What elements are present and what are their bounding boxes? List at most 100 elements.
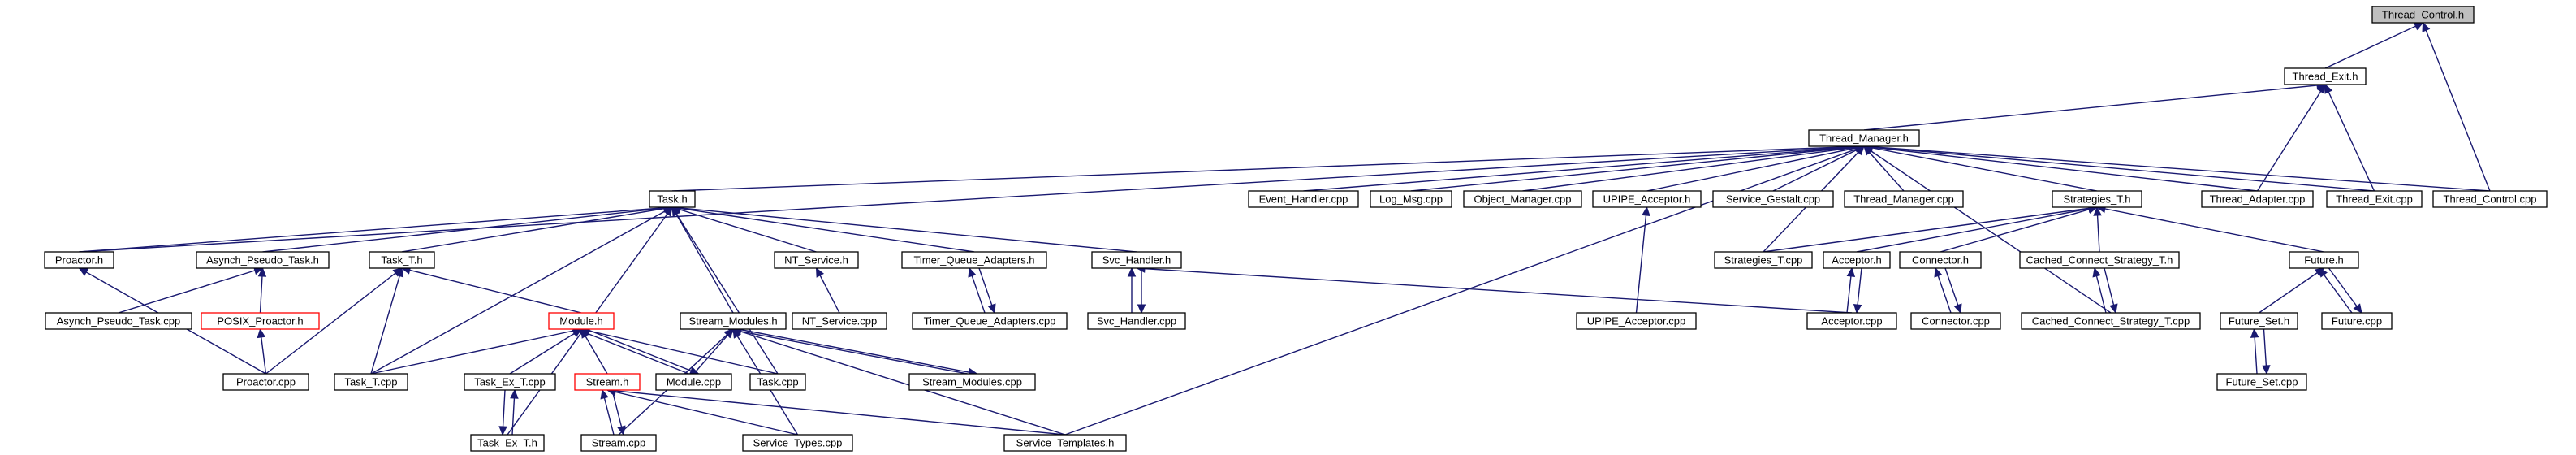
node-svc-handler-h[interactable]: Svc_Handler.h	[1091, 251, 1182, 269]
node-timer-queue-adapters-cpp[interactable]: Timer_Queue_Adapters.cpp	[912, 312, 1068, 330]
node-box	[369, 251, 435, 269]
node-thread-exit-cpp[interactable]: Thread_Exit.cpp	[2326, 190, 2423, 208]
node-label: Stream.cpp	[592, 437, 645, 449]
edge-timer_queue_adapters_cpp-to-timer_queue_adapters_h	[968, 266, 986, 314]
edge-upipe_acceptor_cpp-to-upipe_acceptor_h	[1635, 206, 1650, 314]
node-nt-service-cpp[interactable]: NT_Service.cpp	[792, 312, 887, 330]
node-future-h[interactable]: Future.h	[2289, 251, 2359, 269]
node-object-manager-cpp[interactable]: Object_Manager.cpp	[1463, 190, 1582, 208]
node-thread-control-h[interactable]: Thread_Control.h	[2371, 6, 2475, 24]
node-thread-control-cpp[interactable]: Thread_Control.cpp	[2432, 190, 2548, 208]
node-timer-queue-adapters-h[interactable]: Timer_Queue_Adapters.h	[901, 251, 1047, 269]
edge-upipe_acceptor_h-to-thread_manager_h	[1646, 143, 1866, 192]
node-box	[908, 373, 1036, 391]
node-acceptor-h[interactable]: Acceptor.h	[1823, 251, 1891, 269]
node-service-templates-h[interactable]: Service_Templates.h	[1003, 434, 1127, 452]
node-asynch-pseudo-task-cpp[interactable]: Asynch_Pseudo_Task.cpp	[45, 312, 192, 330]
node-label: Log_Msg.cpp	[1379, 193, 1443, 206]
edge-thread_exit_h-to-thread_control_h	[2324, 22, 2424, 69]
node-label: POSIX_Proactor.h	[217, 315, 303, 327]
node-thread-manager-h[interactable]: Thread_Manager.h	[1808, 129, 1920, 147]
node-connector-h[interactable]: Connector.h	[1899, 251, 1982, 269]
node-box	[649, 190, 696, 208]
node-thread-manager-cpp[interactable]: Thread_Manager.cpp	[1844, 190, 1964, 208]
node-label: Thread_Control.h	[2382, 9, 2464, 21]
node-box	[749, 373, 806, 391]
node-cached-connect-strategy-t-h[interactable]: Cached_Connect_Strategy_T.h	[2019, 251, 2180, 269]
node-cached-connect-strategy-t-cpp[interactable]: Cached_Connect_Strategy_T.cpp	[2021, 312, 2201, 330]
node-acceptor-cpp[interactable]: Acceptor.cpp	[1806, 312, 1897, 330]
node-stream-modules-cpp[interactable]: Stream_Modules.cpp	[908, 373, 1036, 391]
node-log-msg-cpp[interactable]: Log_Msg.cpp	[1370, 190, 1452, 208]
node-box	[2019, 251, 2180, 269]
node-task-h[interactable]: Task.h	[649, 190, 696, 208]
node-future-set-h[interactable]: Future_Set.h	[2220, 312, 2298, 330]
node-nt-service-h[interactable]: NT_Service.h	[774, 251, 859, 269]
node-module-cpp[interactable]: Module.cpp	[655, 373, 732, 391]
node-task-cpp[interactable]: Task.cpp	[749, 373, 806, 391]
node-proactor-h[interactable]: Proactor.h	[44, 251, 114, 269]
node-proactor-cpp[interactable]: Proactor.cpp	[222, 373, 309, 391]
edge-cached_connect_strategy_t_cpp-to-cached_connect_strategy_t_h	[2092, 266, 2107, 314]
edge-thread_adapter_cpp-to-thread_exit_h	[2256, 83, 2326, 192]
node-label: Svc_Handler.cpp	[1097, 315, 1176, 327]
node-asynch-pseudo-task-h[interactable]: Asynch_Pseudo_Task.h	[196, 251, 330, 269]
node-label: Timer_Queue_Adapters.h	[913, 254, 1034, 266]
node-event-handler-cpp[interactable]: Event_Handler.cpp	[1248, 190, 1359, 208]
node-box	[2321, 312, 2393, 330]
node-upipe-acceptor-h[interactable]: UPIPE_Acceptor.h	[1592, 190, 1702, 208]
node-upipe-acceptor-cpp[interactable]: UPIPE_Acceptor.cpp	[1576, 312, 1697, 330]
arrowhead	[1934, 266, 1943, 278]
node-label: Thread_Manager.cpp	[1853, 193, 1954, 206]
node-box	[680, 312, 787, 330]
edge-stream_cpp-to-stream_h	[600, 388, 615, 436]
arrowhead	[2413, 22, 2424, 31]
node-stream-h[interactable]: Stream.h	[574, 373, 641, 391]
node-label: Task_T.h	[381, 254, 422, 266]
node-box	[2371, 6, 2475, 24]
node-box	[196, 251, 330, 269]
node-task-ex-t-h[interactable]: Task_Ex_T.h	[470, 434, 545, 452]
node-box	[1823, 251, 1891, 269]
edge-thread_control_cpp-to-thread_manager_h	[1862, 142, 2491, 192]
graph-nodes: Thread_Control.hThread_Exit.hThread_Mana…	[44, 6, 2548, 452]
arrowhead	[2422, 21, 2431, 32]
node-box	[1576, 312, 1697, 330]
node-svc-handler-cpp[interactable]: Svc_Handler.cpp	[1087, 312, 1186, 330]
node-box	[1003, 434, 1127, 452]
node-label: Task.cpp	[757, 376, 798, 388]
node-thread-adapter-cpp[interactable]: Thread_Adapter.cpp	[2201, 190, 2314, 208]
edge-future_set_h-to-future_set_cpp	[2262, 328, 2271, 375]
node-strategies-t-h[interactable]: Strategies_T.h	[2052, 190, 2142, 208]
node-task-t-h[interactable]: Task_T.h	[369, 251, 435, 269]
edge-cached_connect_strategy_t_h-to-cached_connect_strategy_t_cpp	[2104, 267, 2118, 314]
node-box	[912, 312, 1068, 330]
node-stream-cpp[interactable]: Stream.cpp	[580, 434, 657, 452]
node-box	[548, 312, 615, 330]
node-service-types-cpp[interactable]: Service_Types.cpp	[742, 434, 853, 452]
node-future-set-cpp[interactable]: Future_Set.cpp	[2216, 373, 2307, 391]
node-stream-modules-h[interactable]: Stream_Modules.h	[680, 312, 787, 330]
node-module-h[interactable]: Module.h	[548, 312, 615, 330]
node-label: Object_Manager.cpp	[1474, 193, 1572, 206]
node-box	[1370, 190, 1452, 208]
node-strategies-t-cpp[interactable]: Strategies_T.cpp	[1714, 251, 1813, 269]
node-label: Asynch_Pseudo_Task.cpp	[57, 315, 180, 327]
node-connector-cpp[interactable]: Connector.cpp	[1910, 312, 2001, 330]
node-box	[1910, 312, 2001, 330]
edge-task_cpp-to-task_h	[671, 206, 779, 375]
node-task-t-cpp[interactable]: Task_T.cpp	[334, 373, 408, 391]
node-task-ex-t-cpp[interactable]: Task_Ex_T.cpp	[464, 373, 556, 391]
node-posix-proactor-h[interactable]: POSIX_Proactor.h	[201, 312, 320, 330]
node-label: Connector.cpp	[1922, 315, 1990, 327]
node-label: Cached_Connect_Strategy_T.cpp	[2032, 315, 2190, 327]
edge-proactor_cpp-to-posix_proactor_h	[257, 327, 267, 375]
edge-stream_h-to-stream_cpp	[611, 389, 626, 436]
node-label: Future_Set.cpp	[2226, 376, 2298, 388]
node-thread-exit-h[interactable]: Thread_Exit.h	[2284, 67, 2367, 85]
edge-task_ex_t_cpp-to-module_h	[509, 328, 583, 375]
arrowhead	[671, 206, 681, 217]
node-future-cpp[interactable]: Future.cpp	[2321, 312, 2393, 330]
node-service-gestalt-cpp[interactable]: Service_Gestalt.cpp	[1712, 190, 1834, 208]
